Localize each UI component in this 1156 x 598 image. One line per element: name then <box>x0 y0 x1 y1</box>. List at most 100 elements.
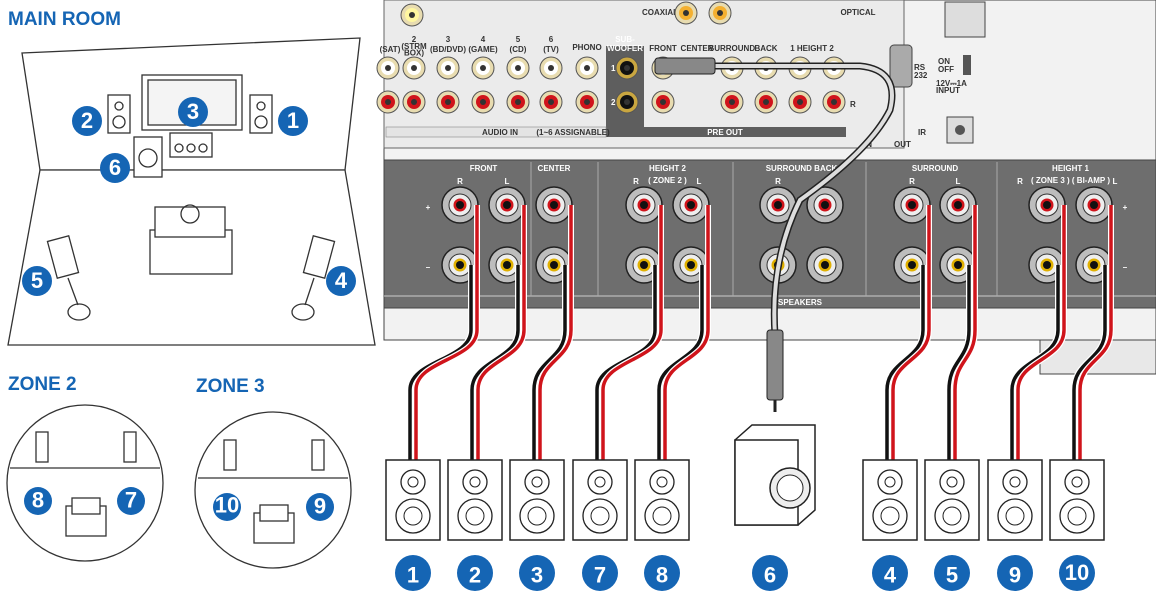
main-room-title: MAIN ROOM <box>8 9 121 30</box>
audio-in-name: (CD) <box>510 45 527 54</box>
zone3-illustration <box>194 411 352 569</box>
number-badge: 10 <box>1059 555 1095 591</box>
terminal-l-label: L <box>956 177 961 186</box>
pre-out-channel-label: 1 HEIGHT 2 <box>790 44 834 53</box>
zone3-title: ZONE 3 <box>196 376 265 397</box>
speaker-group-label: CENTER <box>538 164 571 173</box>
badge-circle <box>306 493 334 521</box>
rca-jack <box>400 3 424 27</box>
speaker <box>634 459 690 541</box>
audio-in-number: 2 <box>412 35 417 44</box>
audio-in-number: 3 <box>446 35 451 44</box>
badge-circle <box>100 153 130 183</box>
badge-number: 7 <box>594 562 606 587</box>
coaxial-label: COAXIAL <box>642 8 678 17</box>
power-switch[interactable] <box>963 55 971 75</box>
rca-jack <box>575 90 599 114</box>
badge-circle <box>872 555 908 591</box>
sub-port-2-label: 2 <box>611 98 616 107</box>
badge-circle <box>24 487 52 515</box>
badge-circle <box>457 555 493 591</box>
rca-jack <box>436 56 460 80</box>
badge-circle <box>213 493 241 521</box>
minus-label: – <box>426 263 431 272</box>
badge-circle <box>934 555 970 591</box>
rca-jack <box>402 90 426 114</box>
terminal-l-label: L <box>505 177 510 186</box>
ir-label: IR <box>918 128 926 137</box>
badge-circle <box>519 555 555 591</box>
terminal-r-label: R <box>909 177 915 186</box>
audio-in-name: (TV) <box>543 45 559 54</box>
number-badge: 5 <box>22 266 52 296</box>
sub-port-1-label: 1 <box>611 64 616 73</box>
power-on-label: ON <box>938 57 950 66</box>
speaker-group-label: FRONT <box>470 164 498 173</box>
pre-out-label: PRE OUT <box>707 128 743 137</box>
badge-circle <box>997 555 1033 591</box>
badge-circle <box>72 106 102 136</box>
speaker-terminal <box>441 186 479 224</box>
power-off-label: OFF <box>938 65 954 74</box>
subwoofer-label-2: WOOFER <box>607 44 643 53</box>
speaker-terminal <box>939 186 977 224</box>
speaker-group-label: HEIGHT 1 <box>1052 164 1089 173</box>
speaker-terminal <box>535 186 573 224</box>
rs232-label-2: 232 <box>914 71 928 80</box>
badge-circle <box>752 555 788 591</box>
phono-label: PHONO <box>572 43 601 52</box>
number-badge: 1 <box>395 555 431 591</box>
number-badge: 7 <box>117 487 145 515</box>
speaker-wire-red <box>663 205 710 462</box>
rca-jack <box>506 90 530 114</box>
terminal-l-label: L <box>1113 177 1118 186</box>
speaker-terminal <box>441 246 479 284</box>
number-badge: 8 <box>24 487 52 515</box>
number-badge: 4 <box>326 266 356 296</box>
power-input-label: INPUT <box>936 86 960 95</box>
badge-circle <box>326 266 356 296</box>
rca-jack <box>376 90 400 114</box>
badge-circle <box>1059 555 1095 591</box>
audio-in-name: (BD/DVD) <box>430 45 466 54</box>
speaker-wire-black <box>1010 265 1060 462</box>
badge-number: 10 <box>1065 560 1089 585</box>
terminal-r-label: R <box>775 177 781 186</box>
rca-jack <box>436 90 460 114</box>
subwoofer-label: SUB- <box>615 35 635 44</box>
badge-number: 4 <box>884 562 897 587</box>
plus-label: + <box>426 203 431 212</box>
optical-label: OPTICAL <box>840 8 875 17</box>
badge-circle <box>22 266 52 296</box>
speaker-terminal <box>1028 186 1066 224</box>
terminal-r-label: R <box>457 177 463 186</box>
speakers-label: SPEAKERS <box>778 298 823 307</box>
audio-in-name: (GAME) <box>468 45 498 54</box>
speaker-group-label: SURROUND BACK <box>766 164 838 173</box>
speaker <box>1049 459 1105 541</box>
speaker-terminal <box>488 186 526 224</box>
number-badge: 9 <box>306 493 334 521</box>
speaker-group-sub: ( ZONE 3 ) ( BI-AMP ) <box>1031 176 1110 185</box>
badge-number: 6 <box>109 155 121 180</box>
number-badge: 9 <box>997 555 1033 591</box>
speaker <box>924 459 980 541</box>
speaker-terminal <box>625 186 663 224</box>
rca-jack <box>822 90 846 114</box>
badge-circle <box>395 555 431 591</box>
badge-circle <box>582 555 618 591</box>
badge-number: 9 <box>314 493 326 518</box>
badge-number: 6 <box>764 562 776 587</box>
rca-jack <box>506 56 530 80</box>
number-badge: 4 <box>872 555 908 591</box>
badge-number: 9 <box>1009 562 1021 587</box>
number-badge: 2 <box>457 555 493 591</box>
speaker-group-sub: ( ZONE 2 ) <box>648 176 687 185</box>
number-badge: 6 <box>100 153 130 183</box>
speaker-wire-red <box>1016 205 1066 462</box>
rca-jack <box>615 56 639 80</box>
speaker-group-label: HEIGHT 2 <box>649 164 686 173</box>
minus-label-right: – <box>1123 263 1128 272</box>
number-badge: 10 <box>213 492 241 521</box>
